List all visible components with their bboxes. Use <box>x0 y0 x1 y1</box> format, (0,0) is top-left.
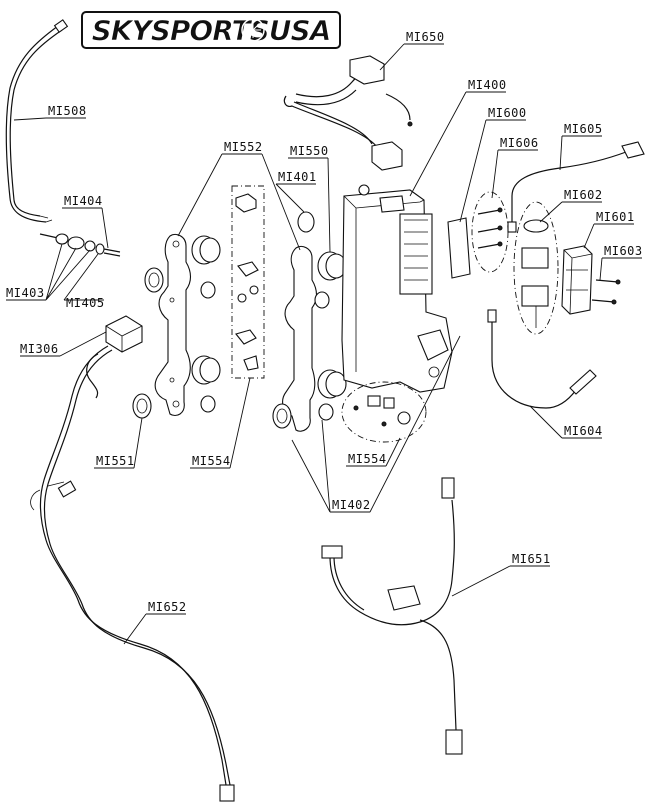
leader-lines <box>6 43 642 645</box>
callout-mi402: MI402 <box>332 498 371 512</box>
bolt-assembly-mi403-405 <box>39 233 121 257</box>
callout-mi601: MI601 <box>596 210 635 224</box>
gasket-mi600 <box>447 217 471 279</box>
callout-mi603: MI603 <box>604 244 643 258</box>
callout-mi650: MI650 <box>406 30 445 44</box>
callout-mi306: MI306 <box>20 342 59 356</box>
callout-mi554-right: MI554 <box>348 452 387 466</box>
sensor-mi601 <box>561 245 593 315</box>
callout-mi652: MI652 <box>148 600 187 614</box>
callout-mi605: MI605 <box>564 122 603 136</box>
callout-mi651: MI651 <box>512 552 551 566</box>
skysportsusa-logo: SKYSPORTSUSA <box>81 11 341 49</box>
sensor-mi604 <box>487 309 597 409</box>
harness-mi650 <box>283 55 413 171</box>
harness-mi652 <box>30 315 235 802</box>
logo-text: SKYSPORTSUSA <box>92 14 331 47</box>
dashed-group-mi606 <box>471 191 509 273</box>
ecu-body-mi400 <box>341 184 453 393</box>
screws-mi603 <box>591 279 621 305</box>
callout-mi604: MI604 <box>564 424 603 438</box>
fittings-mi554-left <box>235 193 259 371</box>
fittings-mi554-right <box>353 395 411 427</box>
mounting-plate-mi550 <box>272 211 347 432</box>
callout-mi404: MI404 <box>64 194 103 208</box>
callout-mi602: MI602 <box>564 188 603 202</box>
dashed-group-mi554-right <box>341 381 427 443</box>
callout-mi403: MI403 <box>6 286 45 300</box>
callout-mi554-left: MI554 <box>192 454 231 468</box>
callout-mi600: MI600 <box>488 106 527 120</box>
callout-mi508: MI508 <box>48 104 87 118</box>
harness-mi508 <box>5 19 69 223</box>
callout-mi401: MI401 <box>278 170 317 184</box>
callout-mi550: MI550 <box>290 144 329 158</box>
callout-mi551: MI551 <box>96 454 135 468</box>
mounting-plate-mi552 <box>132 233 221 419</box>
callout-mi552: MI552 <box>224 140 263 154</box>
harness-mi651 <box>321 477 463 755</box>
screws-mi606 <box>477 207 503 249</box>
grommets-mi602 <box>521 219 549 328</box>
dashed-group-mi554-left <box>231 185 265 379</box>
callout-mi400: MI400 <box>468 78 507 92</box>
dashed-group-mi602 <box>513 201 559 335</box>
callout-mi405: MI405 <box>66 296 105 310</box>
callout-mi606: MI606 <box>500 136 539 150</box>
